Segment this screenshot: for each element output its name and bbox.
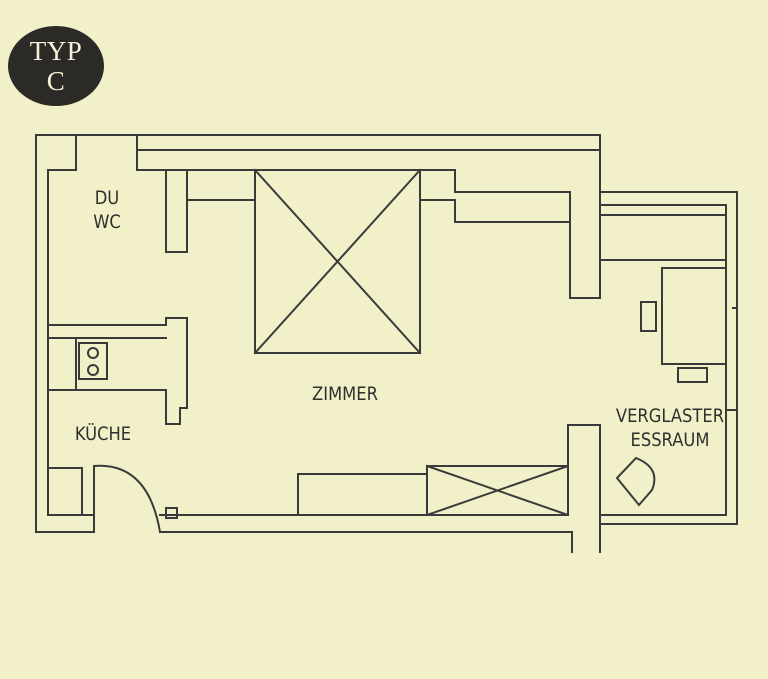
- kitchen-lower-wall: [47, 467, 83, 516]
- room-label-kueche: KÜCHE: [56, 422, 151, 446]
- kitchen-counter-front: [47, 337, 167, 391]
- room-label-zimmer: ZIMMER: [293, 382, 396, 406]
- glazed-room-inner: [599, 204, 727, 216]
- bottom-cabinet: [297, 473, 428, 516]
- inner-wall-bottom: [159, 424, 601, 516]
- corner-seat: [615, 456, 656, 507]
- outer-wall-bottom: [159, 531, 573, 553]
- room-label-du-wc: DU WC: [77, 186, 137, 234]
- room-label-essraum: ESSRAUM: [630, 429, 710, 451]
- stove: [78, 342, 108, 380]
- room-label-wc: WC: [93, 211, 121, 233]
- table: [661, 267, 727, 365]
- wardrobe-top-cross: [253, 168, 422, 355]
- chair-left: [640, 301, 657, 332]
- room-label-zimmer-text: ZIMMER: [312, 383, 378, 405]
- room-label-kueche-text: KÜCHE: [74, 423, 132, 445]
- wardrobe-bottom-cross: [425, 464, 570, 517]
- wardrobe-top: [254, 169, 421, 354]
- door-stop: [165, 507, 178, 519]
- chair-bottom: [677, 367, 708, 383]
- glazed-room-outer: [599, 191, 738, 525]
- type-badge-line2: C: [46, 66, 66, 96]
- kitchen-counter: [47, 317, 188, 425]
- type-badge: TYP C: [8, 26, 104, 106]
- entry-door: [93, 464, 162, 534]
- outer-wall-outline: [35, 134, 601, 299]
- room-label-verglaster-essraum: VERGLASTER ESSRAUM: [601, 404, 739, 452]
- type-badge-line1: TYP: [29, 36, 83, 66]
- stove-burner-1: [87, 347, 99, 359]
- room-label-du: DU: [94, 187, 120, 209]
- glazed-side-mark: [725, 307, 738, 411]
- outer-wall-left: [35, 134, 95, 533]
- room-label-verglaster: VERGLASTER: [615, 405, 725, 427]
- inner-wall-top-left: [136, 149, 601, 171]
- stove-burner-2: [87, 364, 99, 376]
- bath-partition: [165, 169, 188, 253]
- shelf-right: [419, 169, 571, 223]
- wardrobe-bottom: [426, 465, 569, 516]
